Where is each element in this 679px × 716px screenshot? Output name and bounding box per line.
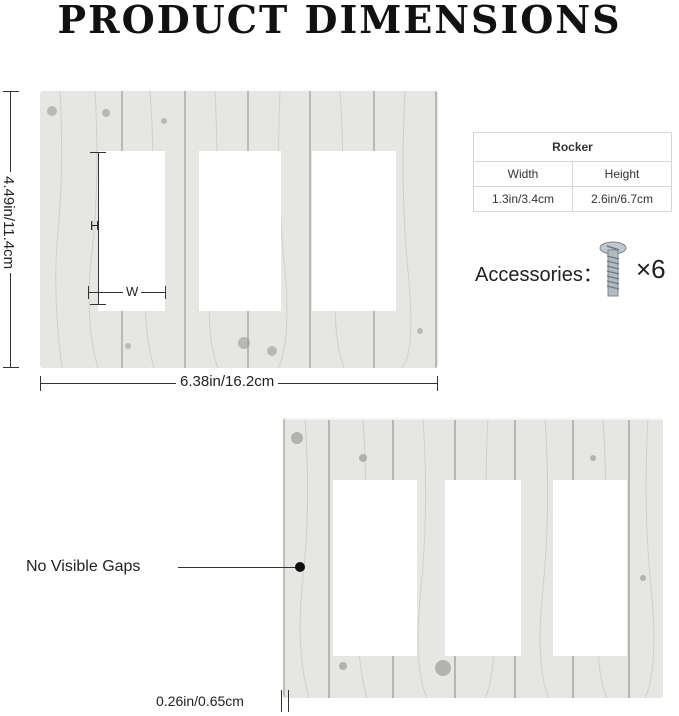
opening-height-tick-bottom	[90, 304, 106, 305]
callout-dot	[295, 562, 305, 572]
rocker-spec-table: Rocker Width Height 1.3in/3.4cm 2.6in/6.…	[473, 132, 672, 212]
spec-col-width: Width	[473, 161, 573, 187]
width-dimension-label: 6.38in/16.2cm	[176, 373, 279, 390]
page-title: PRODUCT DIMENSIONS	[57, 0, 622, 42]
opening-width-tick-left	[88, 286, 89, 299]
opening-height-tick-top	[90, 152, 106, 153]
rocker-opening-2	[199, 151, 281, 311]
thickness-label: 0.26in/0.65cm	[156, 693, 244, 709]
height-tick-top	[3, 91, 19, 92]
spec-col-height: Height	[572, 161, 672, 187]
angled-rocker-opening-2	[445, 480, 521, 656]
no-visible-gaps-label: No Visible Gaps	[26, 558, 141, 575]
thickness-tick-left	[281, 690, 282, 712]
width-tick-right	[437, 376, 438, 391]
opening-width-marker: W	[123, 284, 142, 299]
angled-rocker-opening-1	[333, 480, 417, 656]
spec-table-title: Rocker	[473, 132, 672, 162]
height-dimension-label: 4.49in/11.4cm	[0, 172, 19, 274]
angled-wall-plate	[283, 418, 663, 698]
spec-value-width: 1.3in/3.4cm	[473, 186, 573, 212]
opening-height-line	[98, 152, 99, 304]
callout-line	[178, 567, 298, 568]
width-tick-left	[40, 376, 41, 391]
accessories-count: ×6	[636, 254, 666, 284]
rocker-opening-3	[312, 151, 396, 311]
height-tick-bottom	[3, 367, 19, 368]
angled-rocker-opening-3	[553, 480, 627, 656]
screw-icon	[599, 241, 627, 297]
opening-height-marker: H	[90, 218, 100, 233]
thickness-tick-right	[288, 690, 289, 712]
opening-width-tick-right	[165, 286, 166, 299]
spec-value-height: 2.6in/6.7cm	[572, 186, 672, 212]
front-wall-plate	[40, 91, 438, 368]
accessories-label: Accessories：	[475, 264, 603, 286]
